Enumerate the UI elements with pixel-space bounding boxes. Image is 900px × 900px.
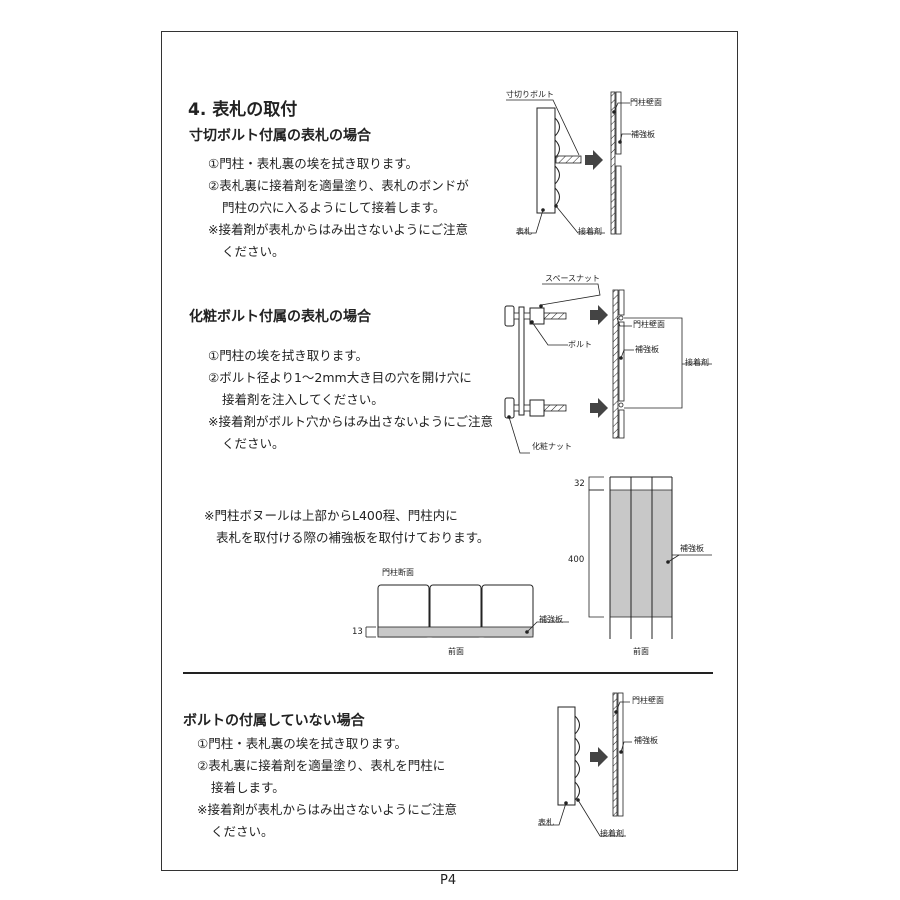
- instruction-line: 接着します。: [211, 780, 285, 795]
- dim-13: 13: [352, 627, 363, 637]
- label-plate: 補強板: [539, 615, 563, 624]
- nameplate-shape: [536, 107, 556, 214]
- label-bolt: ボルト: [568, 340, 592, 349]
- caution-line: ください。: [211, 824, 274, 839]
- section-reinforcement-plate: [377, 626, 534, 638]
- page-frame: [161, 31, 738, 871]
- instruction-line: ②表札裏に接着剤を適量塗り、表札を門柱に: [197, 758, 446, 773]
- section-title: 門柱断面: [382, 568, 414, 577]
- label-plate: 補強板: [631, 130, 655, 139]
- bolt-shape: [555, 155, 582, 164]
- label-threaded-bolt: 寸切りボルト: [506, 90, 554, 99]
- label-wall: 門柱壁面: [632, 696, 664, 705]
- label-nameplate: 表札: [538, 818, 554, 827]
- label-wall: 門柱壁面: [633, 320, 665, 329]
- front-reinforcement-plate: [610, 490, 672, 617]
- caption-front: 前面: [633, 647, 649, 656]
- section-title: 4. 表札の取付: [188, 100, 298, 120]
- subsection-heading-cosmetic-bolt: 化粧ボルト付属の表札の場合: [189, 309, 371, 325]
- reinforcement-plate: [615, 91, 622, 155]
- caution-line: ください。: [222, 436, 285, 451]
- arrow-icon: [590, 398, 608, 418]
- label-adhesive: 接着剤: [578, 227, 602, 236]
- label-adhesive: 接着剤: [600, 829, 624, 838]
- label-spacer-nut: スペースナット: [545, 274, 601, 283]
- wall-hatch: [610, 91, 616, 235]
- arrow-icon: [590, 747, 608, 767]
- label-plate: 補強板: [635, 345, 659, 354]
- label-cosmetic-nut: 化粧ナット: [532, 442, 572, 451]
- instruction-line: ②表札裏に接着剤を適量塗り、表札のボンドが: [208, 178, 469, 193]
- arrow-icon: [590, 305, 608, 325]
- caution-line: ※接着剤が表札からはみ出さないようにご注意: [197, 802, 457, 817]
- arrow-icon: [585, 150, 603, 170]
- subsection-heading-threaded-bolt: 寸切ボルト付属の表札の場合: [189, 128, 371, 144]
- instruction-line: ②ボルト径より1～2mm大き目の穴を開け穴に: [208, 370, 472, 385]
- label-adhesive: 接着剤: [685, 358, 709, 367]
- subsection-heading-no-bolt: ボルトの付属していない場合: [183, 713, 365, 729]
- adhesive-blobs: [554, 117, 560, 207]
- instruction-line: ①門柱・表札裏の埃を拭き取ります。: [197, 736, 407, 751]
- caution-line: ※接着剤が表札からはみ出さないようにご注意: [208, 222, 468, 237]
- caution-line: ください。: [222, 244, 285, 259]
- note-line: 表札を取付ける際の補強板を取付けております。: [216, 530, 490, 545]
- page-number: P4: [440, 873, 457, 888]
- instruction-line: 門柱の穴に入るようにして接着します。: [222, 200, 446, 215]
- caution-line: ※接着剤がボルト穴からはみ出さないようにご注意: [208, 414, 493, 429]
- note-line: ※門柱ボヌールは上部からL400程、門柱内に: [204, 508, 458, 523]
- label-plate: 補強板: [680, 544, 704, 553]
- instruction-line: ①門柱の埃を拭き取ります。: [208, 348, 368, 363]
- instruction-line: ①門柱・表札裏の埃を拭き取ります。: [208, 156, 418, 171]
- label-nameplate: 表札: [516, 227, 532, 236]
- label-plate: 補強板: [634, 736, 658, 745]
- section-divider: [183, 672, 713, 674]
- dim-400: 400: [568, 555, 585, 565]
- dim-32: 32: [574, 479, 585, 489]
- caption-front: 前面: [448, 647, 464, 656]
- label-wall: 門柱壁面: [630, 98, 662, 107]
- instruction-line: 接着剤を注入してください。: [222, 392, 384, 407]
